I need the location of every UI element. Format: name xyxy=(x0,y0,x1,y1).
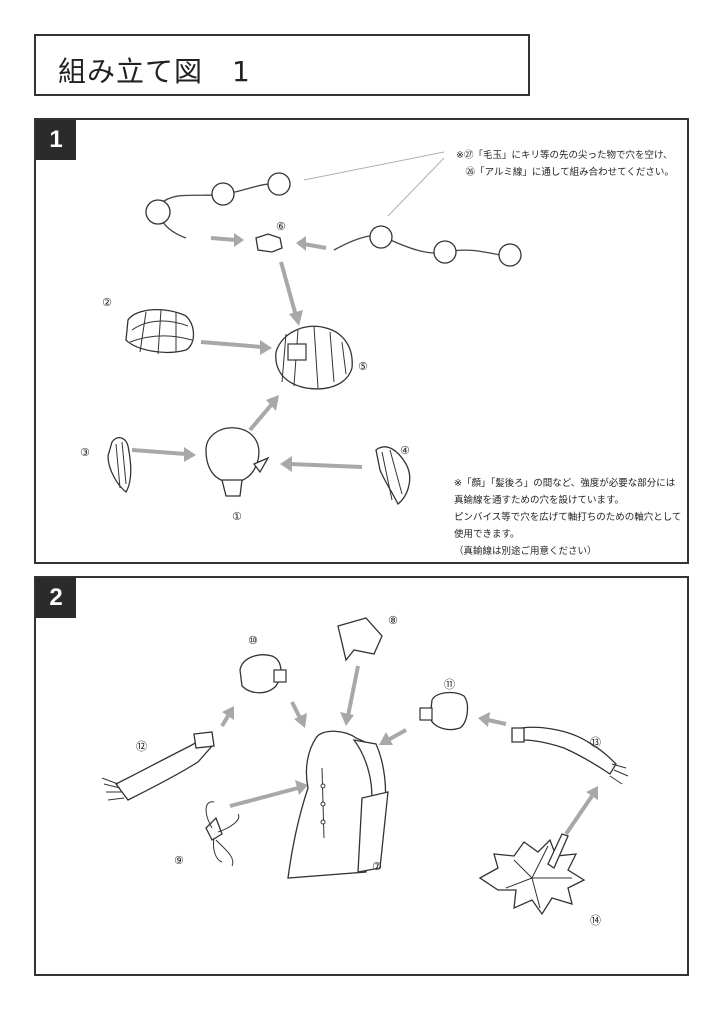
page-title: 組み立て図 1 xyxy=(58,55,251,88)
part-11 xyxy=(419,691,469,731)
part-7 xyxy=(287,730,389,879)
label-3: ③ xyxy=(80,446,90,459)
part-8 xyxy=(337,617,383,662)
label-14: ⑭ xyxy=(590,914,601,927)
label-5: ⑤ xyxy=(358,360,368,373)
step1-badge: 1 xyxy=(36,120,76,160)
step1-note-top: ※㉗「毛玉」にキリ等の先の尖った物で穴を空け、 ㉖「アルミ線」に通して組み合わせ… xyxy=(456,147,674,181)
part-14 xyxy=(478,833,586,916)
step2-diagram: ⑩ ⑧ ⑪ ⑫ ⑬ ⑨ ⑦ ⑭ xyxy=(101,614,629,927)
label-1: ① xyxy=(232,510,242,523)
step1-panel: 1 xyxy=(34,118,689,564)
part-2 xyxy=(125,308,195,355)
label-8: ⑧ xyxy=(388,614,398,627)
part-4 xyxy=(375,446,411,506)
label-10: ⑩ xyxy=(248,634,258,647)
part-9 xyxy=(205,801,240,867)
guide-line-upper xyxy=(303,151,445,181)
label-6: ⑥ xyxy=(276,220,286,233)
step2-panel: 2 xyxy=(34,576,689,976)
step2-badge: 2 xyxy=(36,578,76,618)
note-bottom-line: ※「顔」「髪後ろ」の間など、強度が必要な部分には xyxy=(454,478,676,489)
label-13: ⑬ xyxy=(590,736,601,749)
label-7: ⑦ xyxy=(372,860,382,873)
part-5 xyxy=(275,325,353,390)
label-9: ⑨ xyxy=(174,854,184,867)
step1-diagram: ⑥ ② ⑤ ③ ④ ① xyxy=(80,151,522,523)
note-top-line: ※㉗「毛玉」にキリ等の先の尖った物で穴を空け、 xyxy=(456,150,673,161)
step1-note-bottom: ※「顔」「髪後ろ」の間など、強度が必要な部分には 真鍮線を通すための穴を設けてい… xyxy=(454,475,681,560)
bead-string-left xyxy=(145,172,291,239)
part-12 xyxy=(101,731,215,801)
note-bottom-line: 使用できます。 xyxy=(454,529,520,540)
part-3 xyxy=(107,436,132,493)
note-bottom-line: 真鍮線を通すための穴を設けています。 xyxy=(454,495,625,506)
part-6 xyxy=(255,233,283,253)
label-4: ④ xyxy=(400,444,410,457)
label-2: ② xyxy=(102,296,112,309)
label-12: ⑫ xyxy=(136,740,147,753)
part-13 xyxy=(511,726,629,785)
step1-arrows xyxy=(131,233,363,472)
note-top-line: ㉖「アルミ線」に通して組み合わせてください。 xyxy=(456,167,674,178)
step2-arrows xyxy=(220,665,598,836)
title-box: 組み立て図 1 xyxy=(34,34,530,96)
guide-line-lower xyxy=(387,157,445,217)
part-10 xyxy=(239,654,287,694)
label-11: ⑪ xyxy=(444,678,455,691)
part-1 xyxy=(205,427,270,497)
note-bottom-line: （真鍮線は別途ご用意ください） xyxy=(454,546,597,557)
bead-string-right xyxy=(333,225,522,267)
note-bottom-line: ピンバイス等で穴を広げて軸打ちのための軸穴として xyxy=(454,512,682,523)
